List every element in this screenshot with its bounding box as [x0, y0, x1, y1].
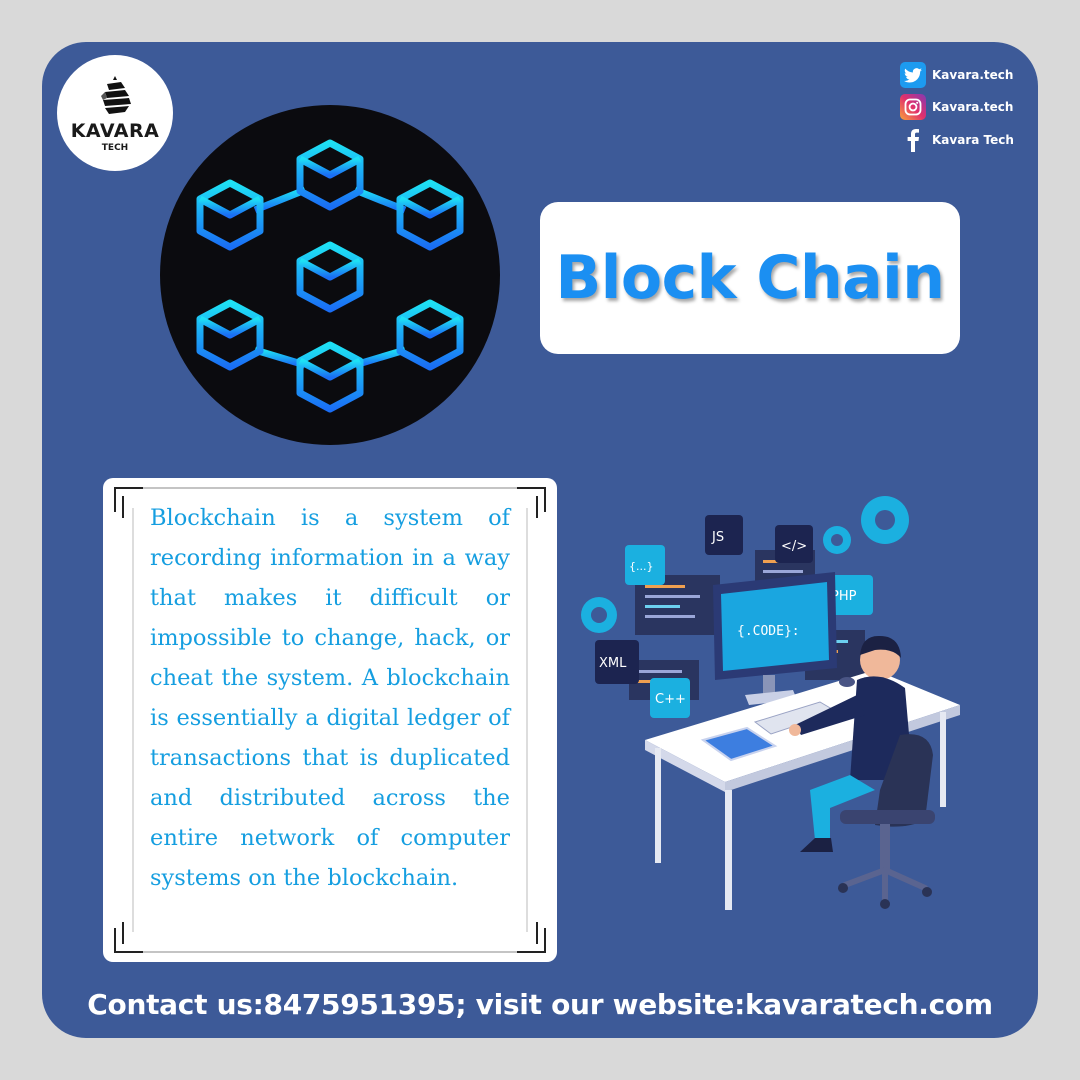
page-title: Block Chain	[555, 243, 945, 313]
screen-code-text: {.CODE}:	[737, 624, 800, 639]
developer-illustration: JS {...} </> PHP XML C++ {.CODE}:	[575, 490, 965, 930]
social-facebook[interactable]: Kavara Tech	[900, 126, 1060, 154]
title-box: Block Chain	[540, 202, 960, 354]
facebook-icon	[900, 127, 926, 153]
brand-sub: TECH	[101, 142, 129, 153]
description-panel: Blockchain is a system of recording info…	[103, 478, 557, 962]
social-twitter[interactable]: Kavara.tech	[900, 61, 1060, 89]
contact-footer: Contact us:8475951395; visit our website…	[87, 988, 993, 1021]
instagram-handle: Kavara.tech	[932, 100, 1014, 114]
facebook-handle: Kavara Tech	[932, 133, 1014, 147]
tag-braces: {...}	[629, 560, 654, 573]
monitor: {.CODE}:	[713, 572, 837, 705]
chair	[838, 734, 935, 909]
twitter-icon	[900, 62, 926, 88]
tag-cpp: C++	[655, 692, 686, 707]
blockchain-network-graphic	[160, 105, 500, 445]
twitter-handle: Kavara.tech	[932, 68, 1014, 82]
social-instagram[interactable]: Kavara.tech	[900, 93, 1060, 121]
tag-html: </>	[781, 539, 807, 554]
description-text: Blockchain is a system of recording info…	[150, 505, 510, 891]
brand-name: KAVARA	[70, 119, 160, 142]
gear-icon	[581, 496, 909, 633]
logo-mark-icon	[101, 75, 131, 114]
tag-php: PHP	[831, 589, 857, 604]
kavara-logo: KAVARA TECH	[57, 55, 173, 171]
blockchain-cubes-icon	[160, 105, 500, 445]
instagram-icon	[900, 94, 926, 120]
tag-xml: XML	[599, 656, 627, 671]
tag-js: JS	[711, 530, 724, 545]
panel-frame	[114, 487, 546, 953]
